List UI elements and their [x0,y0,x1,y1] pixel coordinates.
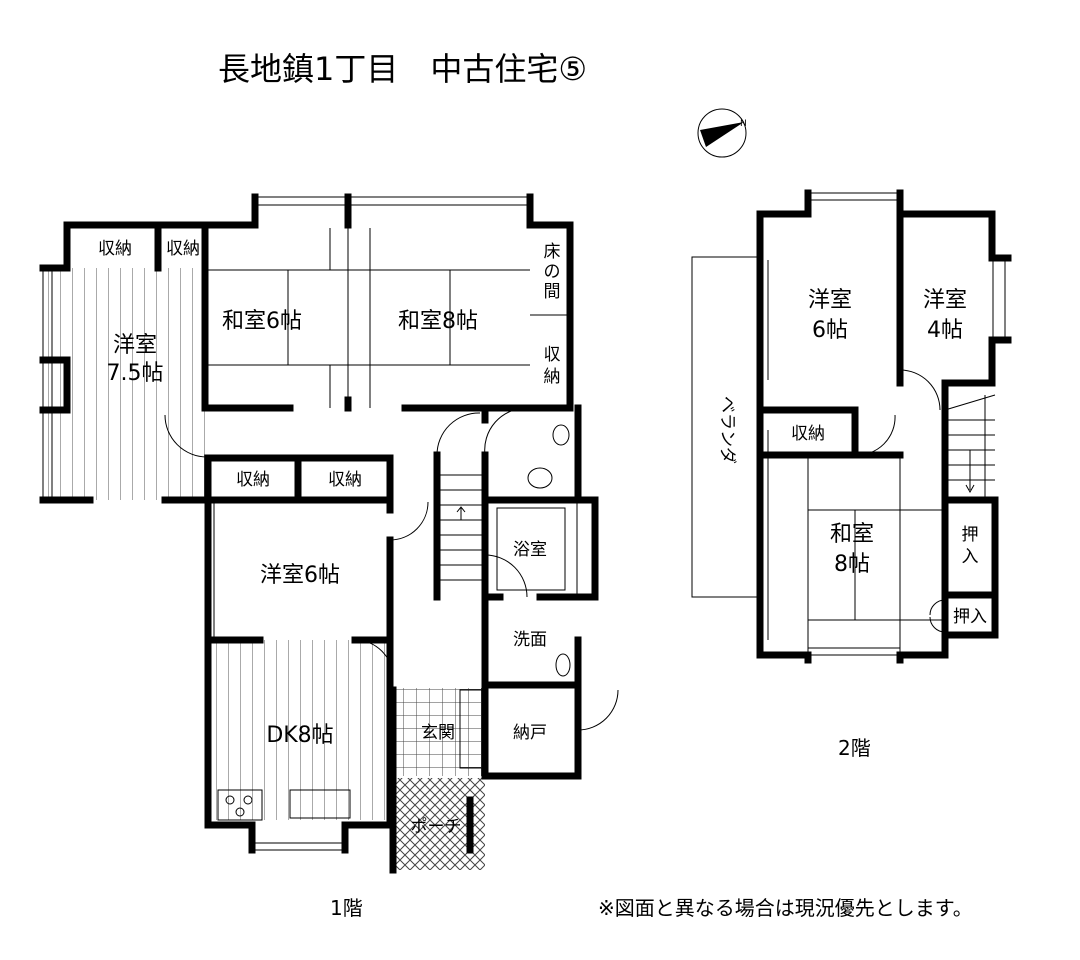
room-label-line: の [544,262,561,282]
room-storage: 収納 [166,239,200,259]
north-compass-icon: N [697,108,747,158]
room-closet: 押 [962,525,979,545]
room-storage: 収納 [98,239,132,259]
room-dk: DK8帖 [266,723,333,748]
floor-1-label: 1階 [330,896,363,920]
room-label-line: 7.5帖 [107,361,164,386]
room-veranda: ベランダ [717,396,737,464]
room-japanese-8: 和室8帖 [398,309,478,334]
page-title: 長地鎮1丁目 中古住宅⑤ [218,50,587,88]
room-label-line: 納 [544,367,561,387]
disclaimer-note: ※図面と異なる場合は現況優先とします。 [598,896,973,920]
room-closet: 押入 [953,607,987,627]
room-japanese-8: 和室 [830,522,874,547]
floor-2-label: 2階 [838,736,871,760]
room-bath: 浴室 [513,540,547,560]
room-storage: 収納 [791,424,825,444]
room-entrance: 玄関 [421,723,455,743]
room-label-line: 間 [544,282,561,302]
room-tokonoma: 床 [544,242,561,262]
room-storeroom: 納戸 [513,723,547,743]
room-western-6: 洋室6帖 [260,563,340,588]
room-washroom: 洗面 [513,630,547,650]
room-storage: 収 [544,345,561,365]
room-japanese-6: 和室6帖 [222,309,302,334]
floor-2-plan: ベランダ 洋室 6帖 洋室 4帖 収納 和室 8帖 押 入 押入 [691,189,1012,664]
room-western-6: 洋室 [808,288,852,313]
room-storage: 収納 [328,470,362,490]
room-porch: ポーチ [411,817,462,837]
room-label-line: 6帖 [812,318,848,343]
room-storage: 収納 [236,470,270,490]
room-label-line: 4帖 [927,318,963,343]
room-western-4: 洋室 [923,288,967,313]
room-label-line: N [740,119,747,129]
room-label-line: 8帖 [834,552,870,577]
room-label-line: 入 [962,547,979,567]
floor-1-plan: 収納 収納 洋室 7.5帖 和室6帖 和室8帖 床 の 間 収 納 収納 収納 … [39,193,619,874]
room-western-7-5: 洋室 [113,333,157,358]
